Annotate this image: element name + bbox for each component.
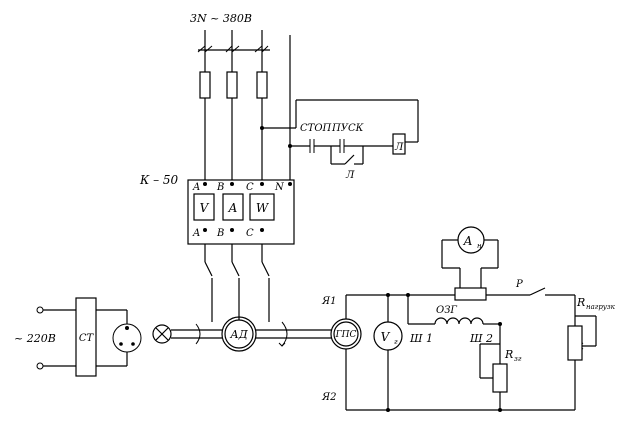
single-phase-supply	[36, 306, 76, 370]
generator-terminal-top: Я1	[321, 296, 336, 307]
terminal-c-top: C	[246, 182, 254, 193]
terminal-a-bottom: A	[192, 228, 200, 239]
field-rheostat-label: R	[504, 348, 513, 361]
wattmeter-box	[249, 193, 275, 221]
load-resistor-sub: нагрузк	[586, 303, 616, 311]
motor-outer	[221, 316, 257, 352]
load-resistor	[567, 325, 583, 361]
field-terminal-1: Ш 1	[409, 332, 433, 345]
generator-label: ГПС	[335, 330, 357, 340]
ammeter-label: A	[228, 201, 238, 215]
socket	[96, 309, 142, 367]
stabilizer-box	[75, 297, 97, 377]
terminal-n-top: N	[274, 182, 285, 193]
load-ammeter	[457, 226, 485, 254]
load-ammeter-branch	[441, 239, 499, 301]
wattmeter-label: W	[256, 201, 270, 215]
single-phase-voltage-label: ~ 220В	[14, 332, 56, 345]
contactor-main-contacts	[204, 244, 270, 322]
generator-voltmeter-label: V	[381, 330, 391, 344]
load-resistor-label: R	[576, 296, 585, 309]
load-ammeter-label: А	[462, 234, 472, 248]
load-switch-label: Р	[515, 279, 523, 290]
meter-block-label: К – 50	[139, 173, 179, 187]
generator-circuit-wiring	[345, 287, 597, 412]
control-circuit	[260, 99, 419, 165]
load-ammeter-sub: н	[477, 242, 482, 250]
generator-voltmeter	[373, 321, 403, 351]
stabilizer-label: СТ	[79, 333, 95, 344]
relay-coil-label: Л	[394, 142, 404, 153]
shaft	[171, 321, 332, 347]
lamp-icon	[152, 324, 172, 344]
ammeter-box	[222, 193, 244, 221]
fuses	[199, 71, 268, 180]
generator-terminal-bottom: Я2	[321, 392, 336, 403]
motor-inner	[224, 319, 254, 349]
generator-inner	[333, 321, 359, 347]
generator-voltmeter-sub: г	[394, 338, 398, 346]
motor-label: АД	[229, 328, 248, 341]
field-winding	[434, 317, 484, 325]
voltmeter-label: V	[200, 201, 210, 215]
relay-contact-label: Л	[345, 170, 355, 181]
stop-button-label: СТОП	[300, 123, 332, 134]
field-winding-label: ОЗГ	[436, 305, 457, 316]
supply-label: 3N ~ 380В	[190, 12, 252, 25]
terminal-b-bottom: B	[216, 228, 224, 239]
field-terminal-2: Ш 2	[469, 332, 493, 345]
field-rheostat	[492, 363, 508, 393]
terminal-b-top: B	[216, 182, 224, 193]
terminal-a-top: A	[192, 182, 200, 193]
terminal-c-bottom: C	[246, 228, 254, 239]
voltmeter-box	[193, 193, 215, 221]
supply-lines	[197, 30, 291, 180]
start-button-label: ПУСК	[331, 123, 364, 134]
field-rheostat-sub: зг	[514, 355, 522, 363]
